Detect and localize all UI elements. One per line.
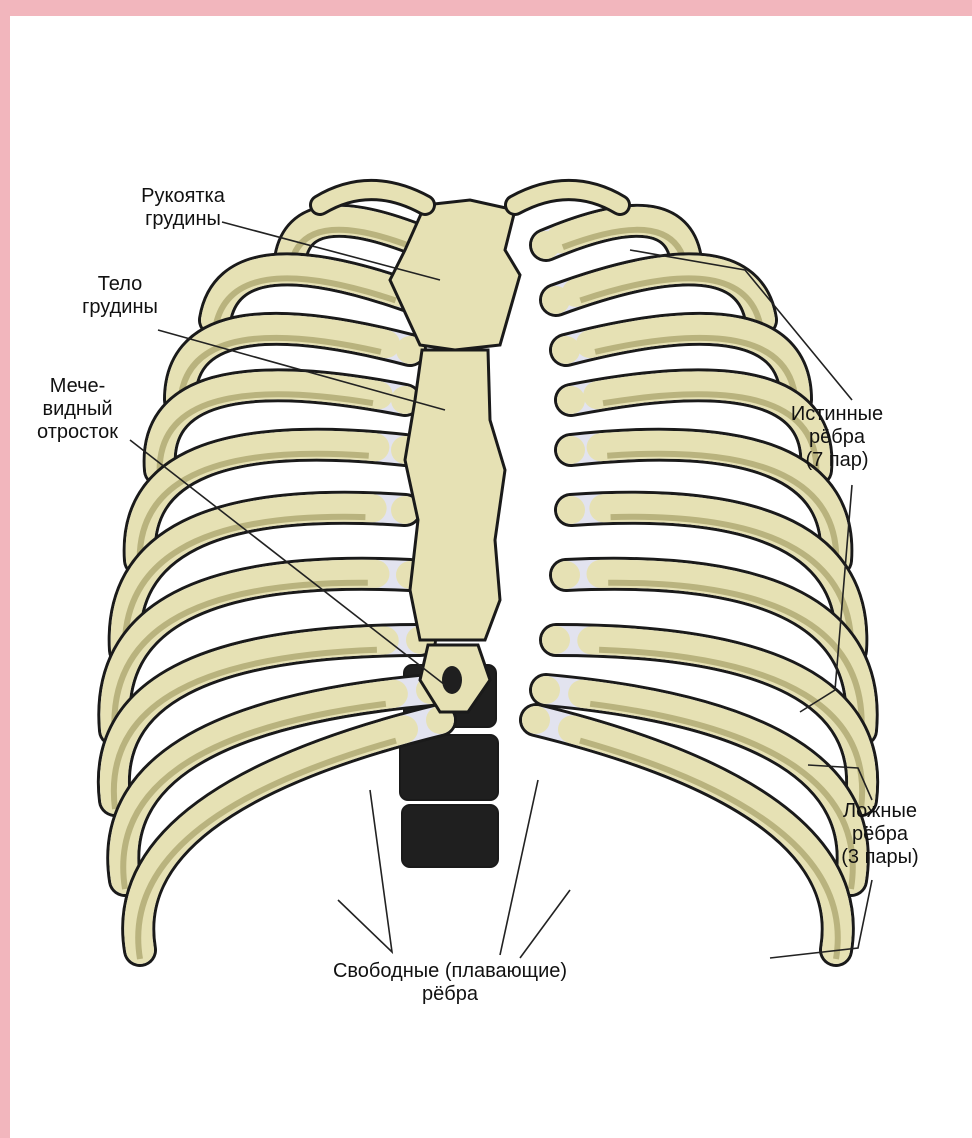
label-floating-ribs: Свободные (плавающие) рёбра	[280, 960, 620, 1006]
ribs-right	[536, 221, 862, 959]
rib-cage	[114, 190, 862, 959]
sternum-body	[405, 350, 505, 640]
label-true-ribs: Истинные рёбра (7 пар)	[772, 403, 902, 472]
clavicle-right	[515, 190, 620, 205]
clavicle-left	[320, 190, 425, 205]
vertebra	[400, 735, 498, 800]
label-manubrium: Рукоятка грудины	[118, 185, 248, 231]
leader-floating-right-a	[500, 780, 538, 955]
leader-floating-right-b	[520, 890, 570, 958]
label-xiphoid-process: Мече- видный отросток	[20, 375, 135, 444]
vertebra	[402, 805, 498, 867]
label-false-ribs: Ложные рёбра (3 пары)	[815, 800, 945, 869]
xiphoid-foramen	[442, 666, 462, 694]
label-sternum-body: Тело грудины	[55, 273, 185, 319]
leader-floating-left	[338, 790, 392, 952]
